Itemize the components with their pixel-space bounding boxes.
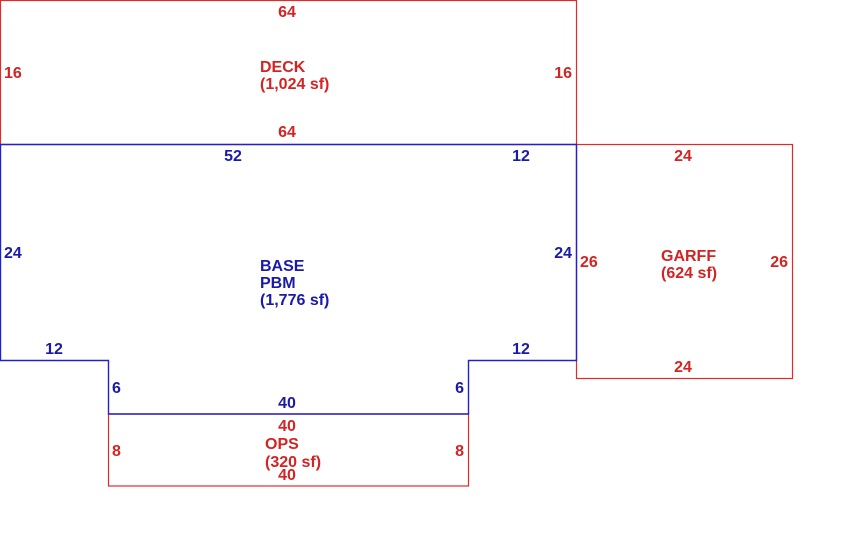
deck-dim-top: 64 [278,4,296,21]
deck-dim-bottom: 64 [278,124,296,141]
garff-name: GARFF [661,248,716,265]
deck-dim-right: 16 [554,65,572,82]
base-dim-top-left: 52 [224,148,242,165]
ops-dim-bottom: 40 [278,467,296,484]
base-dim-right: 24 [554,245,572,262]
base-name: BASE [260,258,305,275]
base-sub: PBM [260,275,296,292]
base-dim-left: 24 [4,245,22,262]
ops-area: (320 sf) [265,454,321,471]
base-area: (1,776 sf) [260,292,329,309]
base-dim-step-left: 12 [45,341,63,358]
base-dim-bottom: 40 [278,395,296,412]
base-dim-step-right: 12 [512,341,530,358]
deck-area: (1,024 sf) [260,76,329,93]
deck-name: DECK [260,59,306,76]
ops-dim-top: 40 [278,418,296,435]
ops-dim-right: 8 [455,443,464,460]
base-outline [0,143,578,415]
base-dim-top-right: 12 [512,148,530,165]
garff-dim-left: 26 [580,254,598,271]
garff-dim-right: 26 [770,254,788,271]
ops-dim-left: 8 [112,443,121,460]
garff-dim-top: 24 [674,148,692,165]
garff-area: (624 sf) [661,265,717,282]
ops-name: OPS [265,436,299,453]
base-dim-notch-right: 6 [455,380,464,397]
garff-dim-bottom: 24 [674,359,692,376]
deck-dim-left: 16 [4,65,22,82]
base-dim-notch-left: 6 [112,380,121,397]
